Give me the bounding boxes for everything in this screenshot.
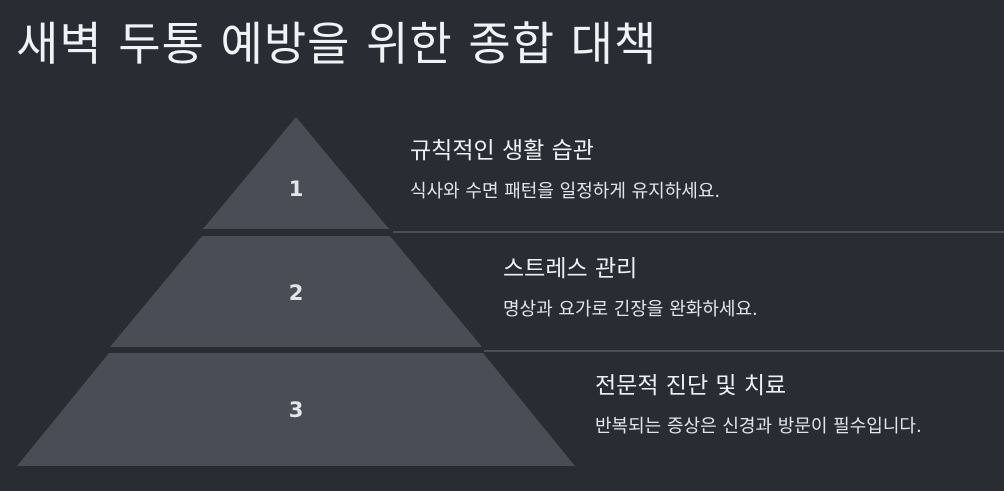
- tier-1-description: 식사와 수면 패턴을 일정하게 유지하세요.: [410, 181, 721, 202]
- pyramid-tier-2: [110, 236, 482, 347]
- pyramid-tier-3: [17, 353, 575, 466]
- tier-2-description: 명상과 요가로 긴장을 완화하세요.: [503, 299, 758, 320]
- tier-1-heading: 규칙적인 생활 습관: [410, 138, 594, 164]
- tier-3-description: 반복되는 증상은 신경과 방문이 필수입니다.: [595, 416, 922, 437]
- tier-2-number: 2: [289, 281, 304, 305]
- tier-3-heading: 전문적 진단 및 치료: [595, 373, 787, 399]
- tier-1-number: 1: [289, 177, 304, 201]
- page-title: 새벽 두통 예방을 위한 종합 대책: [16, 17, 658, 71]
- tier-3-text: 전문적 진단 및 치료 반복되는 증상은 신경과 방문이 필수입니다.: [595, 371, 922, 439]
- tier-2-heading: 스트레스 관리: [503, 256, 638, 282]
- tier-2-text: 스트레스 관리 명상과 요가로 긴장을 완화하세요.: [503, 254, 758, 322]
- pyramid-tier-1: [203, 117, 389, 229]
- tier-1-text: 규칙적인 생활 습관 식사와 수면 패턴을 일정하게 유지하세요.: [410, 136, 720, 204]
- tier-3-number: 3: [289, 398, 304, 422]
